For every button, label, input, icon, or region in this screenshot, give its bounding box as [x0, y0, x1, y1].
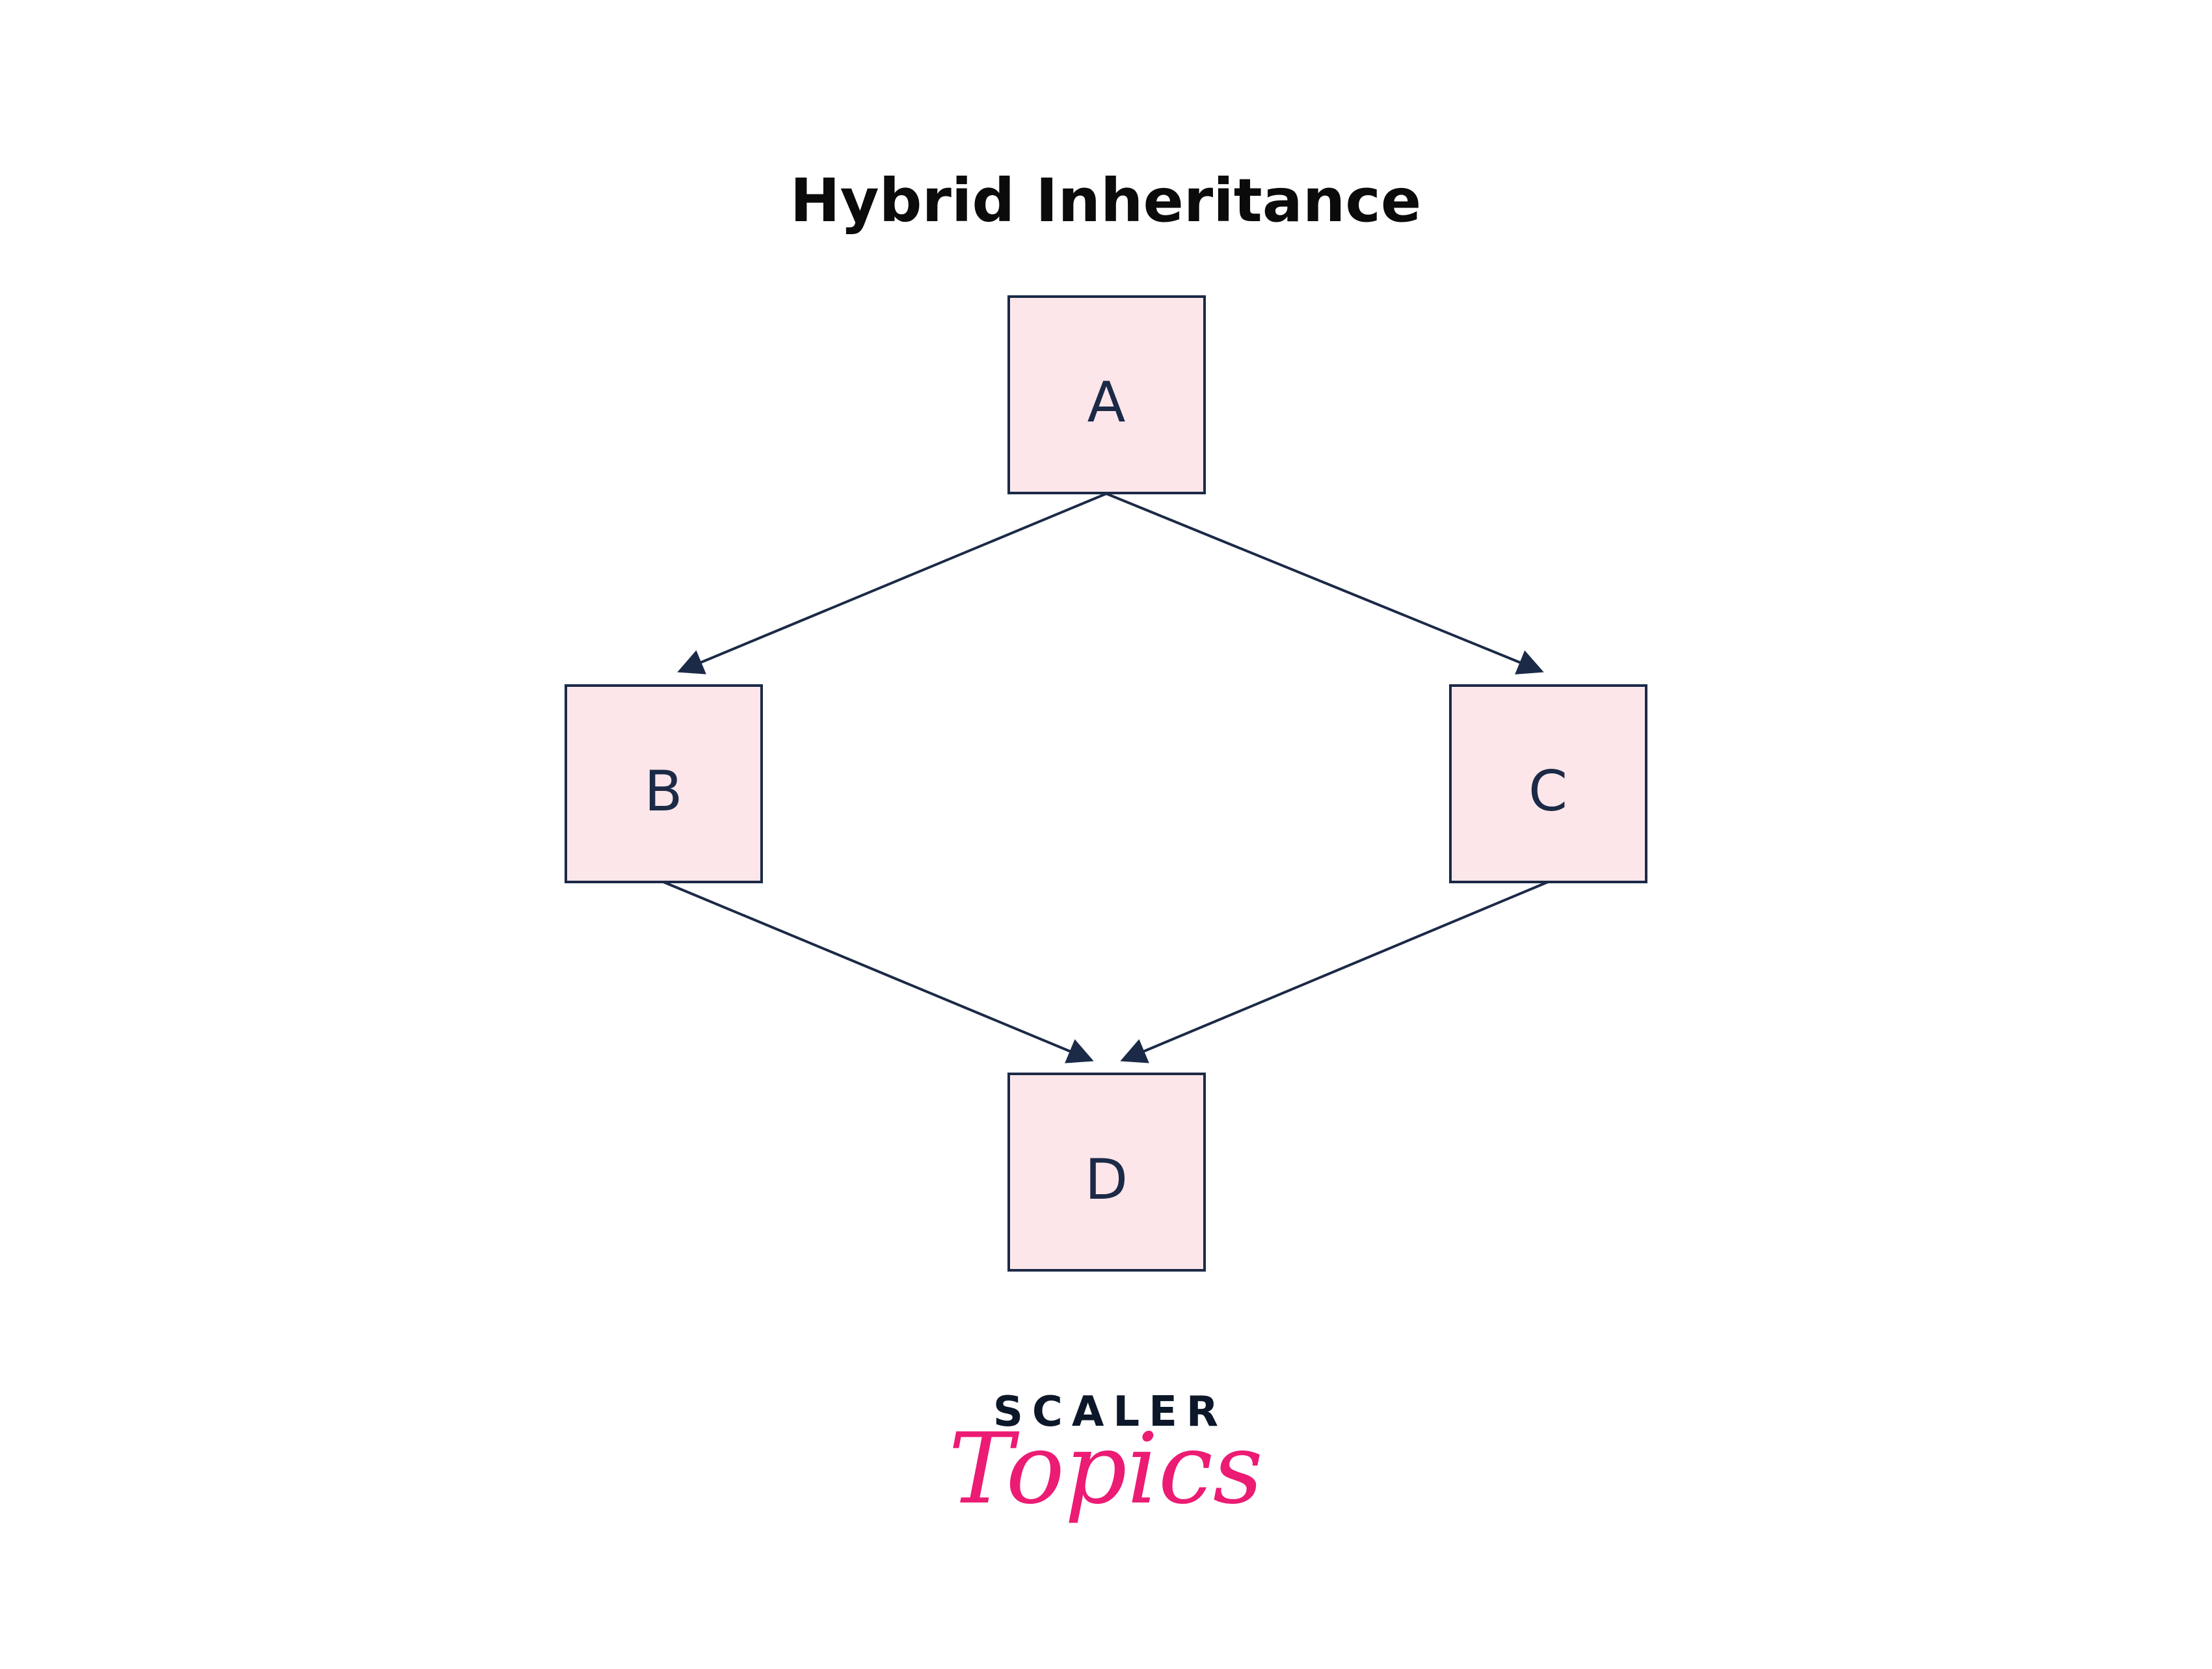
edge-a-to-c	[1106, 492, 1544, 674]
node-a: A	[1007, 295, 1206, 494]
diagram-title: Hybrid Inheritance	[790, 166, 1422, 235]
node-label: A	[1087, 370, 1126, 435]
node-b: B	[565, 684, 763, 883]
node-d: D	[1007, 1073, 1206, 1272]
edge-b-to-d	[663, 881, 1094, 1063]
node-label: B	[645, 759, 683, 824]
node-label: C	[1528, 759, 1567, 824]
edge-a-to-b	[677, 492, 1107, 674]
edge-c-to-d	[1120, 881, 1549, 1063]
scaler-topics-logo: SCALER Topics	[948, 1388, 1263, 1526]
node-label: D	[1085, 1147, 1128, 1212]
logo-scaler-text: SCALER	[993, 1388, 1227, 1436]
node-c: C	[1449, 684, 1647, 883]
logo-topics-text: Topics	[948, 1413, 1263, 1526]
